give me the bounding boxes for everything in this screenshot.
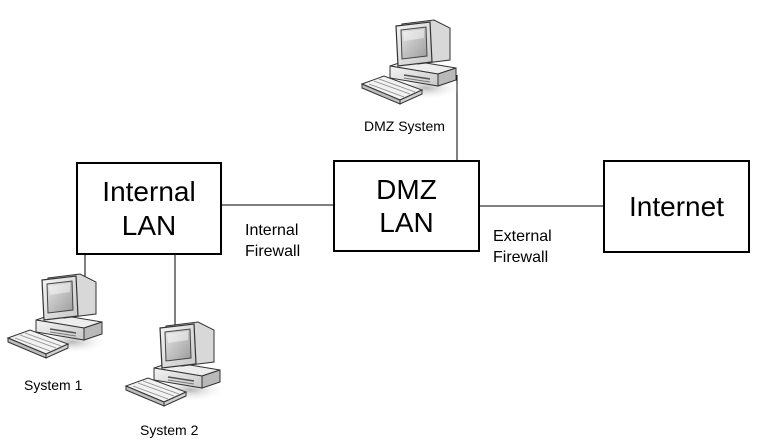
internal-firewall-label: Internal Firewall (245, 220, 300, 262)
external-firewall-line1: External (493, 228, 552, 245)
system-2-label: System 2 (140, 422, 199, 438)
dmz-lan-box: DMZ LAN (333, 160, 480, 252)
dmz-lan-label-line1: DMZ (376, 173, 437, 205)
internal-firewall-line2: Firewall (245, 243, 301, 260)
internal-firewall-line1: Internal (245, 222, 299, 239)
system-1-label: System 1 (24, 377, 83, 393)
dmz-system-label: DMZ System (364, 118, 445, 134)
desktop-computer-icon (361, 19, 463, 105)
internet-box: Internet (603, 160, 750, 253)
internal-lan-label-line1: Internal (102, 176, 196, 208)
internal-lan-label-line2: LAN (121, 209, 177, 241)
desktop-computer-icon (125, 321, 227, 407)
desktop-computer-icon (7, 273, 109, 359)
internet-label: Internet (629, 190, 724, 222)
external-firewall-label: External Firewall (493, 226, 552, 268)
internal-lan-box: Internal LAN (76, 162, 222, 255)
dmz-lan-label-line2: LAN (379, 207, 434, 238)
external-firewall-line2: Firewall (493, 249, 549, 266)
